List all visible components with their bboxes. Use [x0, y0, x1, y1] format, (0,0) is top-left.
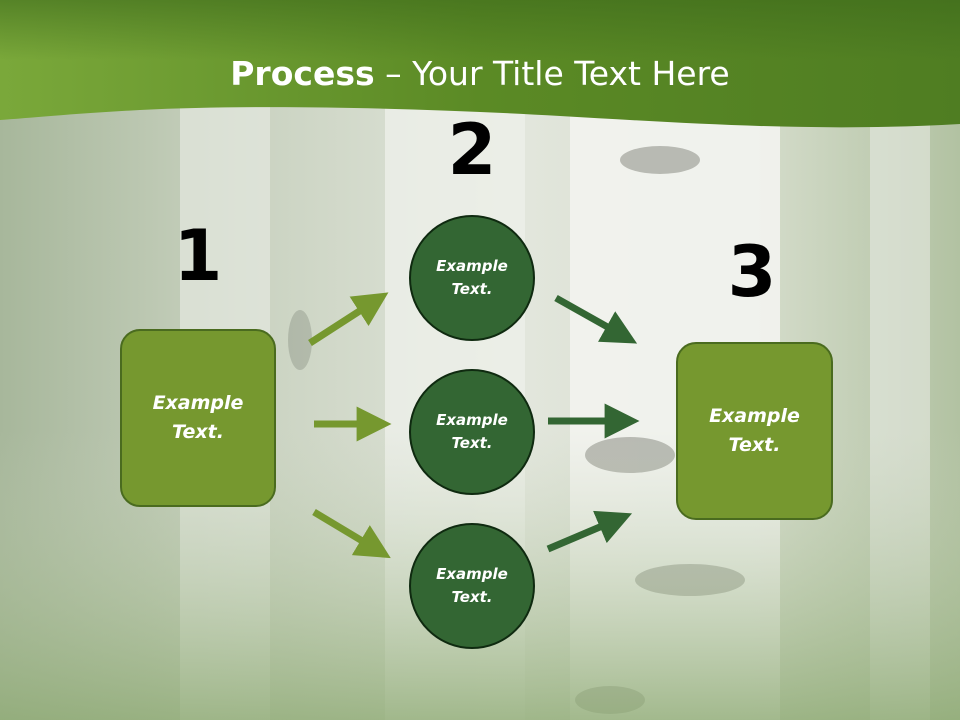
- step1-box[interactable]: Example Text.: [120, 329, 276, 507]
- arrow-step1-to-circle-top: [308, 292, 389, 346]
- step-number-3: 3: [727, 231, 777, 313]
- circle-middle[interactable]: Example Text.: [409, 369, 535, 495]
- title-bold: Process: [230, 54, 375, 93]
- step3-box[interactable]: Example Text.: [676, 342, 833, 520]
- step3-box-label: Example Text.: [709, 405, 800, 456]
- arrow-step1-to-circle-bottom: [312, 508, 391, 559]
- slide-title: Process – Your Title Text Here: [0, 52, 960, 96]
- step-number-2: 2: [447, 109, 497, 191]
- title-rest: – Your Title Text Here: [374, 54, 730, 93]
- circle-middle-label: Example Text.: [436, 411, 508, 452]
- arrow-circle-bottom-to-step3: [546, 510, 633, 553]
- step1-box-label: Example Text.: [152, 392, 244, 443]
- circle-top[interactable]: Example Text.: [409, 215, 535, 341]
- arrow-circle-top-to-step3: [554, 294, 638, 344]
- circle-bottom-label: Example Text.: [436, 565, 508, 606]
- step-number-1: 1: [173, 215, 223, 297]
- circle-top-label: Example Text.: [436, 257, 508, 298]
- circle-bottom[interactable]: Example Text.: [409, 523, 535, 649]
